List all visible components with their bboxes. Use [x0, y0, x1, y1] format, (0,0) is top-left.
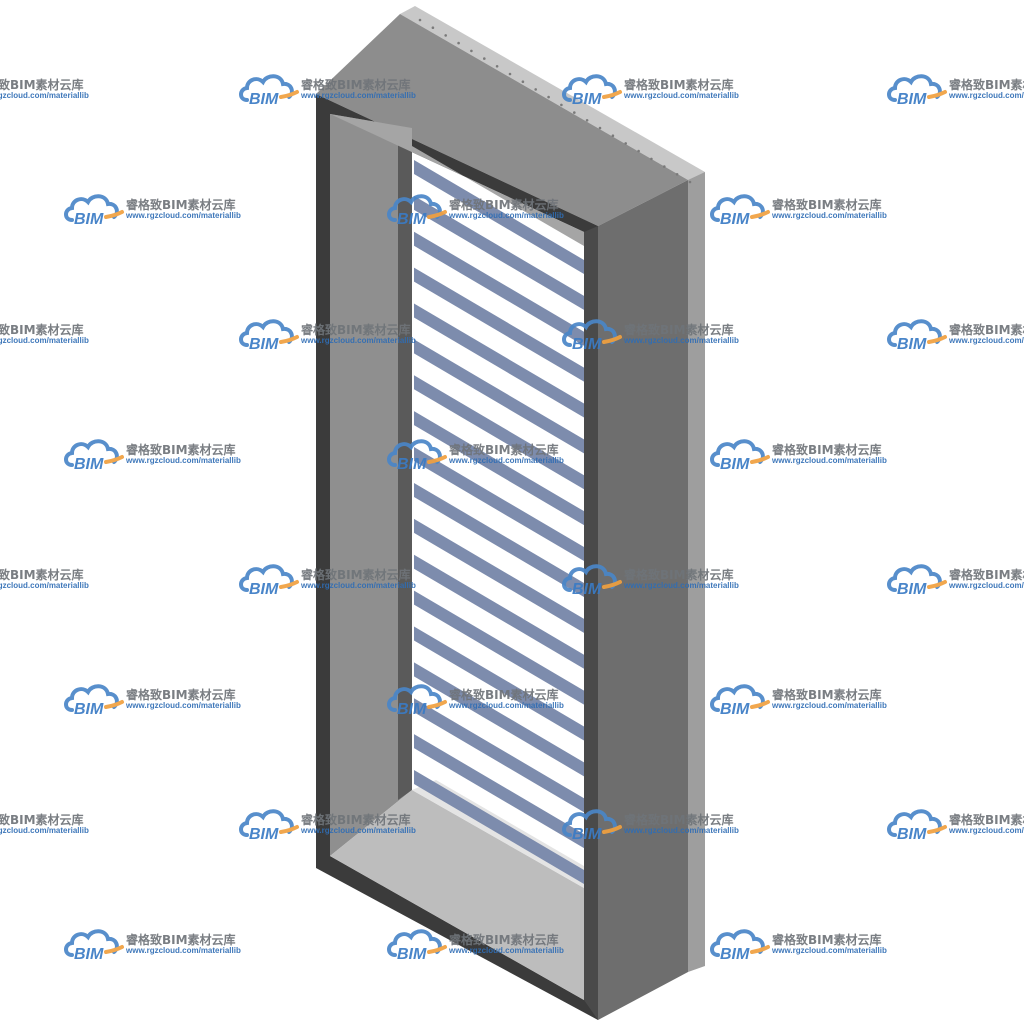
louver-slats: [414, 160, 584, 884]
rivet: [418, 18, 422, 22]
rivet: [611, 134, 615, 137]
rivet: [521, 80, 525, 83]
louver-slat: [414, 375, 584, 490]
frame-right-face: [598, 180, 688, 1020]
rivet: [495, 65, 499, 68]
louver-slat: [414, 734, 584, 849]
rivet: [675, 173, 679, 176]
rivet: [585, 119, 589, 122]
louver-slat: [414, 770, 584, 884]
louver-slat: [414, 267, 584, 382]
louver-slat: [414, 411, 584, 526]
rivet: [534, 88, 537, 91]
louver-slat: [414, 160, 584, 274]
rivet: [508, 72, 512, 76]
louver-slat: [414, 554, 584, 669]
rivet: [444, 34, 448, 37]
opening-left-wall: [330, 114, 412, 856]
opening-right-jamb: [584, 226, 598, 1020]
louver-slat: [414, 518, 584, 633]
rivet: [573, 111, 576, 114]
rivet: [663, 165, 666, 168]
rivet: [598, 126, 602, 130]
louver-slat: [414, 626, 584, 741]
louver-slat: [414, 482, 584, 597]
rivet: [624, 142, 627, 145]
louver-slat: [414, 303, 584, 418]
opening-left-wall-lip: [398, 128, 412, 800]
rivet: [637, 149, 640, 153]
frame-top-face: [316, 14, 688, 226]
rivet: [431, 26, 435, 30]
flange-rivets: [418, 18, 692, 184]
louver-slat: [414, 231, 584, 346]
louver-slat: [414, 447, 584, 562]
rivet: [457, 41, 460, 45]
louver-slat: [414, 698, 584, 813]
louver-slat: [414, 662, 584, 777]
louver-slat: [414, 195, 584, 310]
rivet: [470, 49, 473, 53]
rivet: [547, 95, 550, 99]
rivet: [483, 57, 486, 60]
rivet: [560, 103, 563, 107]
rivet: [688, 180, 692, 184]
opening-bottom-wall: [330, 790, 584, 1000]
louver-slat: [414, 339, 584, 454]
louver-slat: [414, 590, 584, 705]
rivet: [650, 157, 653, 161]
rear-flange-side: [688, 172, 705, 972]
